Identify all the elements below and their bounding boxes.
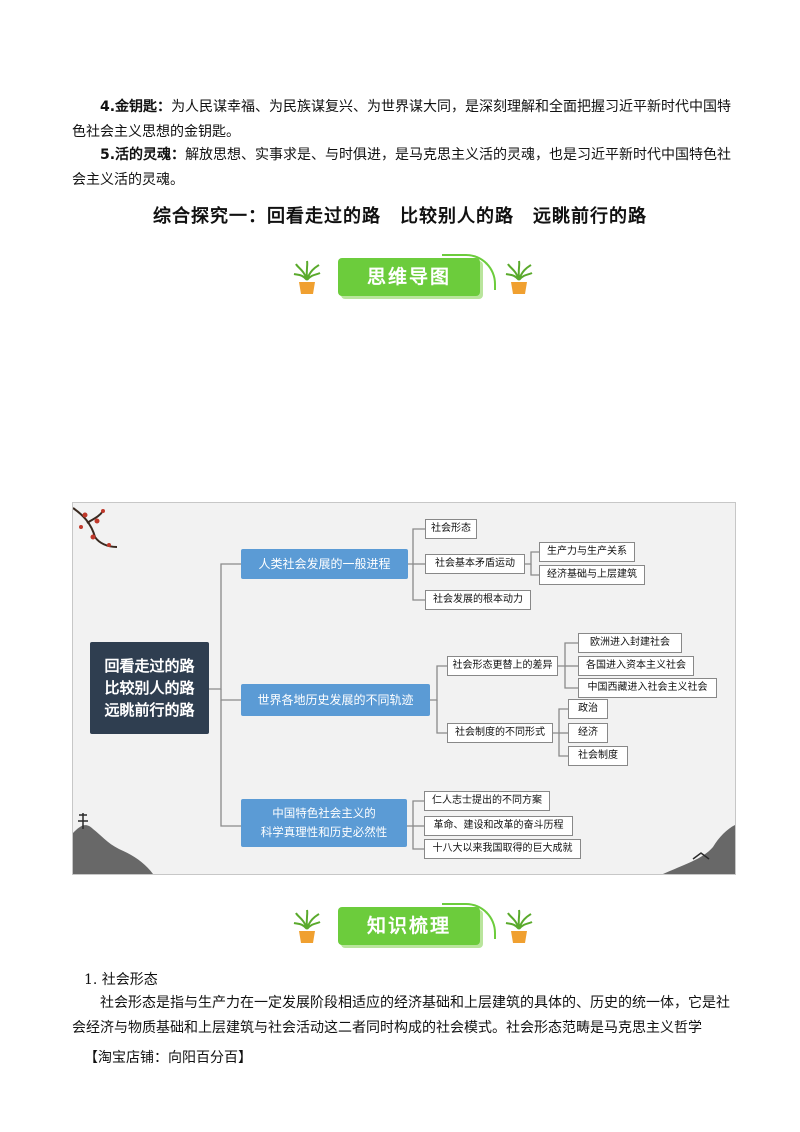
leaf-europe-feudal: 欧洲进入封建社会: [578, 633, 682, 653]
branch3-line-1: 中国特色社会主义的: [272, 806, 376, 820]
banner-label: 知识梳理: [338, 907, 480, 945]
knowledge-paragraph: 社会形态是指与生产力在一定发展阶段相适应的经济基础和上层建筑的具体的、历史的统一…: [72, 995, 730, 1036]
item4-label: 4.金钥匙：: [100, 99, 172, 115]
item4-text: 为人民谋幸福、为民族谋复兴、为世界谋大同，是深刻理解和全面把握习近平新时代中国特…: [72, 99, 732, 140]
leaf-economic-base: 经济基础与上层建筑: [539, 565, 645, 585]
knowledge-heading: 1. 社会形态: [84, 972, 158, 988]
mind-map-banner: 思维导图: [292, 254, 533, 304]
paragraph-living-soul: 5.活的灵魂：解放思想、实事求是、与时俱进，是马克思主义活的灵魂，也是习近平新时…: [72, 143, 732, 193]
mind-map-root: 回看走过的路 比较别人的路 远眺前行的路: [90, 642, 209, 734]
leaf-social-system: 社会制度: [568, 746, 628, 766]
leaf-tibet-socialism: 中国西藏进入社会主义社会: [578, 678, 717, 698]
leaf-social-form: 社会形态: [425, 519, 477, 539]
leaf-basic-contradiction: 社会基本矛盾运动: [425, 554, 525, 574]
leaf-system-forms: 社会制度的不同形式: [447, 723, 553, 743]
section-title: 综合探究一：回看走过的路 比较别人的路 远眺前行的路: [153, 206, 647, 227]
root-line-3: 远眺前行的路: [104, 701, 195, 719]
leaf-different-proposals: 仁人志士提出的不同方案: [424, 791, 550, 811]
leaf-productive-forces: 生产力与生产关系: [539, 542, 635, 562]
knowledge-banner: 知识梳理: [292, 903, 533, 953]
branch-scientific-truth: 中国特色社会主义的 科学真理性和历史必然性: [241, 799, 407, 847]
ink-landscape-decoration: [663, 825, 735, 874]
banner-label: 思维导图: [338, 258, 480, 296]
potted-plant-icon: [293, 260, 321, 294]
leaf-fundamental-force: 社会发展的根本动力: [425, 590, 531, 610]
leaf-capitalism: 各国进入资本主义社会: [578, 656, 694, 676]
root-line-2: 比较别人的路: [104, 679, 195, 697]
mind-map: 回看走过的路 比较别人的路 远眺前行的路 人类社会发展的一般进程 社会形态 社会…: [72, 502, 736, 875]
item5-text: 解放思想、实事求是、与时俱进，是马克思主义活的灵魂，也是习近平新时代中国特色社会…: [72, 147, 732, 188]
leaf-politics: 政治: [568, 699, 608, 719]
mind-map-connectors: [73, 507, 735, 874]
potted-plant-icon: [505, 909, 533, 943]
branch-general-progress: 人类社会发展的一般进程: [241, 549, 408, 579]
paragraph-golden-key: 4.金钥匙：为人民谋幸福、为民族谋复兴、为世界谋大同，是深刻理解和全面把握习近平…: [72, 95, 732, 145]
leaf-economy: 经济: [568, 723, 608, 743]
footer-shop-name: 【淘宝店铺：向阳百分百】: [84, 1050, 252, 1066]
root-line-1: 回看走过的路: [104, 657, 195, 675]
potted-plant-icon: [505, 260, 533, 294]
branch3-line-2: 科学真理性和历史必然性: [260, 825, 388, 839]
potted-plant-icon: [293, 909, 321, 943]
leaf-achievements: 十八大以来我国取得的巨大成就: [424, 839, 581, 859]
branch-different-paths: 世界各地历史发展的不同轨迹: [241, 684, 430, 716]
leaf-struggle-history: 革命、建设和改革的奋斗历程: [424, 816, 573, 836]
item5-label: 5.活的灵魂：: [100, 147, 186, 163]
leaf-form-differences: 社会形态更替上的差异: [447, 656, 558, 676]
ink-landscape-decoration: [73, 825, 153, 874]
